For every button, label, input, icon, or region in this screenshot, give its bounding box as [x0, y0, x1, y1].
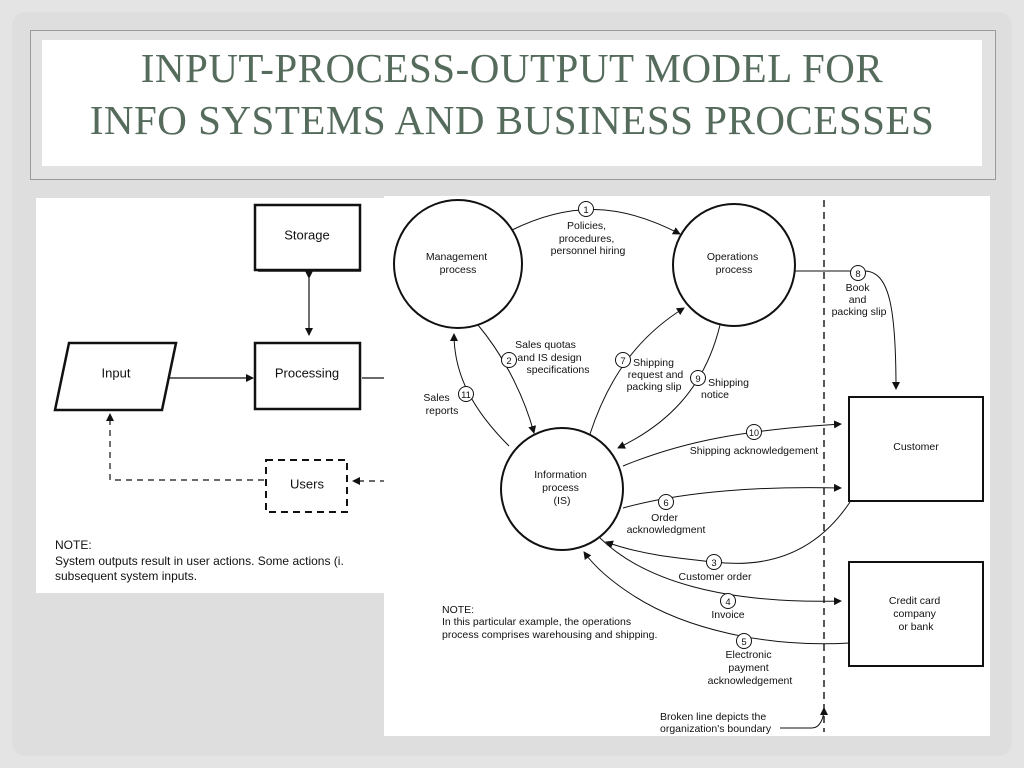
flow-1-number: 1	[583, 205, 588, 216]
flow-1-marker	[578, 201, 594, 217]
flow-10-label: Shipping acknowledgement	[690, 445, 819, 457]
slide-title-line-2: INFO SYSTEMS AND BUSINESS PROCESSES	[89, 97, 935, 143]
flow-10-number: 10	[749, 428, 759, 438]
management-process-circle	[393, 199, 523, 329]
business-process-diagram-panel: Management process Operations process In…	[384, 196, 990, 736]
slide-title-line-1: INPUT-PROCESS-OUTPUT MODEL FOR	[140, 45, 884, 91]
flow-2-label: Sales quotas and IS design specification…	[515, 339, 589, 376]
flow-5-marker	[736, 633, 752, 649]
flow-3-label: Customer order	[679, 571, 752, 583]
flow-5-label: Electronic payment acknowledgement	[708, 649, 793, 687]
management-process-label: Management process	[426, 251, 490, 276]
flow-9-number: 9	[695, 374, 700, 385]
flow-8-number: 8	[855, 269, 860, 280]
flow-6-number: 6	[663, 498, 668, 509]
flow-11-label: Sales reports	[423, 392, 458, 417]
users-box	[265, 459, 348, 513]
flow-3-marker	[706, 554, 722, 570]
flow-6-arrow	[622, 483, 842, 509]
flow-9-label: Shipping notice	[701, 377, 752, 401]
flow-5-number: 5	[741, 637, 746, 648]
flow-4-marker	[720, 593, 736, 609]
ipo-diagram-panel: Storage Processing Input Users NOTE: Sys…	[36, 198, 386, 593]
flow-7-label: Shipping request and packing slip	[627, 357, 687, 393]
flow-11-marker	[458, 386, 474, 402]
ipo-diagram: Storage Processing Input Users NOTE: Sys…	[53, 203, 386, 583]
customer-label: Customer	[893, 441, 939, 453]
flow-8-label: Book and packing slip	[832, 282, 887, 318]
flow-10-arrow	[622, 420, 842, 467]
flow-1-arrow	[511, 209, 681, 235]
flow-5-arrow	[583, 551, 851, 645]
flow-6-label: Order acknowledgment	[627, 512, 706, 536]
operations-process-circle	[672, 203, 796, 327]
flow-note: NOTE: In this particular example, the op…	[442, 604, 657, 641]
input-label: Input	[102, 365, 131, 380]
flow-4-arrow	[599, 537, 842, 606]
processing-label: Processing	[275, 365, 339, 380]
bank-label: Credit card company or bank	[889, 595, 943, 633]
flow-2-number: 2	[506, 356, 511, 367]
processing-box	[253, 341, 362, 411]
business-process-diagram: Management process Operations process In…	[393, 199, 984, 735]
flow-4-label: Invoice	[711, 609, 744, 621]
flow-8-arrow	[795, 270, 900, 390]
flow-7-number: 7	[620, 356, 625, 367]
flow-2-arrow	[477, 324, 537, 434]
flow-10-marker	[746, 424, 762, 440]
users-to-input-line	[106, 413, 264, 481]
flow-3-number: 3	[711, 558, 716, 569]
customer-box	[848, 396, 984, 502]
flow-9-arrow	[617, 324, 721, 449]
flow-11-number: 11	[461, 390, 471, 401]
flow-4-number: 4	[725, 597, 730, 608]
flow-2-marker	[501, 352, 517, 368]
flow-1-label: Policies, procedures, personnel hiring	[551, 220, 626, 257]
ipo-note-line-1: System outputs result in user actions. S…	[55, 554, 344, 568]
boundary-callout: Broken line depicts the organization's b…	[660, 711, 772, 735]
ipo-note-title: NOTE:	[55, 538, 92, 552]
ipo-note-line-2: subsequent system inputs.	[55, 569, 197, 583]
flow-9-marker	[690, 370, 706, 386]
flow-6-marker	[658, 494, 674, 510]
boundary-callout-arrow	[780, 707, 828, 729]
flow-8-marker	[850, 265, 866, 281]
users-label: Users	[290, 476, 324, 491]
flow-7-marker	[615, 352, 631, 368]
storage-box	[253, 203, 362, 272]
information-process-label: Information process (IS)	[534, 469, 589, 507]
information-process-circle	[500, 427, 624, 551]
storage-label: Storage	[284, 227, 330, 242]
bank-box	[848, 561, 984, 667]
title-box: INPUT-PROCESS-OUTPUT MODEL FOR INFO SYST…	[42, 40, 982, 166]
operations-process-label: Operations process	[707, 251, 761, 276]
input-shape	[53, 341, 178, 412]
